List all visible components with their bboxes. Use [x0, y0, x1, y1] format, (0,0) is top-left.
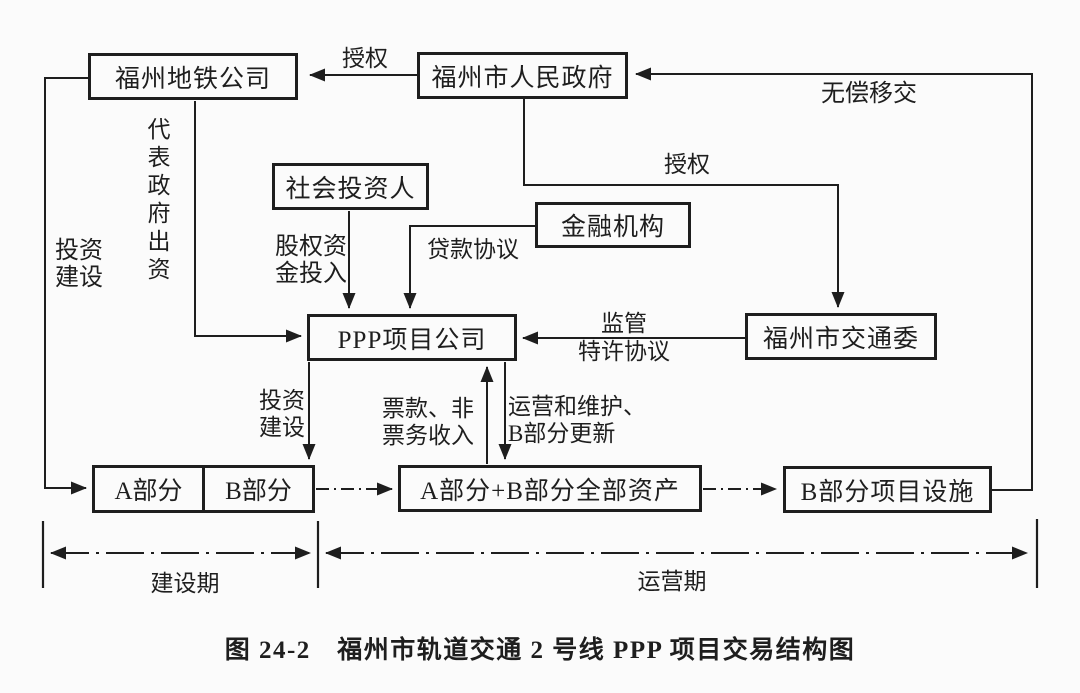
label-construction-period: 建设期 — [150, 571, 220, 596]
label-loan-agreement: 贷款协议 — [427, 237, 519, 262]
label-franchise-agreement: 特许协议 — [578, 339, 670, 364]
node-fuzhou-municipal-government: 福州市人民政府 — [417, 52, 628, 99]
label-authorize-top: 授权 — [342, 46, 388, 71]
node-all-assets: A部分+B部分全部资产 — [398, 465, 702, 512]
node-part-b: B部分 — [202, 468, 312, 510]
figure-caption: 图 24-2 福州市轨道交通 2 号线 PPP 项目交易结构图 — [224, 637, 856, 664]
node-ppp-project-company: PPP项目公司 — [307, 314, 517, 361]
node-part-b-facility: B部分项目设施 — [783, 466, 992, 513]
label-delegate-government-funding: 代表政府出资 — [144, 117, 169, 285]
label-equity-funding: 股权资 金投入 — [275, 234, 347, 287]
edge-delegate-funding — [194, 101, 302, 343]
edge-invest-build-left — [44, 77, 88, 495]
label-operation-maintenance: 运营和维护、 B部分更新 — [508, 394, 646, 446]
label-invest-build-left: 投资 建设 — [55, 238, 103, 291]
node-part-a-part-b: A部分 B部分 — [92, 465, 315, 513]
label-operation-period: 运营期 — [637, 569, 707, 594]
node-part-a: A部分 — [114, 478, 183, 505]
node-social-investor: 社会投资人 — [272, 163, 429, 210]
node-fuzhou-metro-company: 福州地铁公司 — [88, 53, 298, 100]
edge-authorize-right — [523, 99, 845, 308]
node-financial-institution: 金融机构 — [535, 202, 691, 248]
label-supervision: 监管 — [601, 311, 647, 336]
label-authorize-right: 授权 — [664, 152, 710, 177]
label-fare-revenue: 票款、非 票务收入 — [382, 396, 474, 448]
label-invest-build-mid: 投资 建设 — [259, 388, 305, 440]
label-free-transfer: 无偿移交 — [821, 81, 917, 107]
edge-free-transfer — [635, 67, 1033, 491]
edge-loan-agreement — [403, 225, 535, 309]
node-fuzhou-transport-committee: 福州市交通委 — [745, 313, 937, 360]
